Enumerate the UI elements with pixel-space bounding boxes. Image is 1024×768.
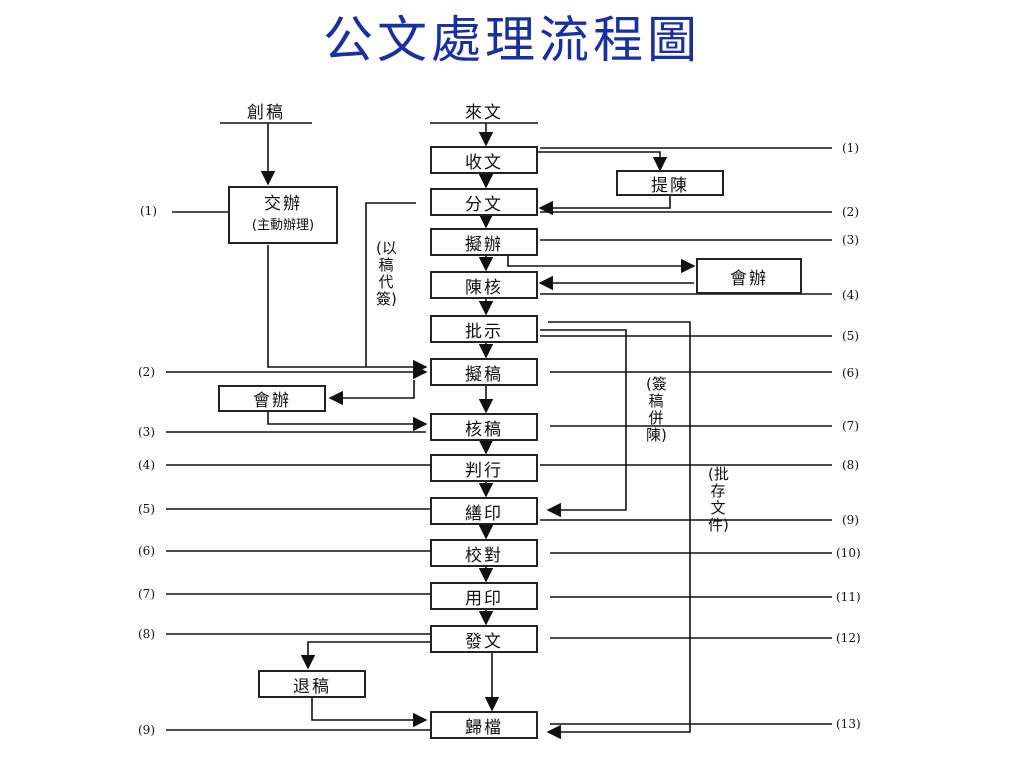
box-return-draft: 退稿 <box>258 670 366 698</box>
ref-label-left: (8) <box>138 627 155 641</box>
arrow-instruct-archive <box>546 321 691 740</box>
box-instruct: 批示 <box>430 315 538 343</box>
ref-label-right: (7) <box>842 419 859 433</box>
ref-label-right: (10) <box>836 546 861 560</box>
ref-label-right: (1) <box>842 141 859 155</box>
box-print: 繕印 <box>430 497 538 525</box>
arrow-brief-distribute <box>538 194 671 216</box>
ref-label-left: (9) <box>138 723 155 737</box>
box-draft-handle: 擬辦 <box>430 228 538 256</box>
assign-main-label: 交辦 <box>264 194 302 214</box>
ref-label-right: (13) <box>836 717 861 731</box>
box-cosign-b: 會辦 <box>218 385 326 412</box>
note-archive-doc: (批 存 文 件) <box>708 465 729 534</box>
box-dispatch: 發文 <box>430 625 538 653</box>
ref-label-left: (4) <box>138 458 155 472</box>
box-receive: 收文 <box>430 146 538 174</box>
ref-label-left: (7) <box>138 587 155 601</box>
page-title: 公文處理流程圖 <box>323 11 701 69</box>
box-distribute: 分文 <box>430 188 538 216</box>
arrow-instruct-print <box>540 329 627 518</box>
box-archive: 歸檔 <box>430 711 538 739</box>
arrow-receive-brief <box>538 151 668 172</box>
arrow-draft-cosign <box>328 380 415 406</box>
ref-label-right: (9) <box>842 513 859 527</box>
box-proofread: 校對 <box>430 539 538 567</box>
header-create: 創稿 <box>247 103 285 123</box>
line-draft-as-sign <box>365 202 416 367</box>
ref-label-left: (3) <box>138 425 155 439</box>
arrow-handle-cosign <box>507 255 696 274</box>
assign-main-sublabel: (主動辦理) <box>251 218 315 233</box>
ref-label-right: (8) <box>842 458 859 472</box>
ref-label-right: (2) <box>842 205 859 219</box>
note-sign-draft: (簽 稿 併 陳) <box>646 375 667 444</box>
box-review: 陳核 <box>430 271 538 299</box>
ref-label-left: (2) <box>138 365 155 379</box>
arrow-return-archive <box>311 698 428 728</box>
note-draft-as-sign: (以 稿 代 簽) <box>376 239 397 308</box>
arrow-cosign-check <box>267 412 428 432</box>
arrow-dispatch-return <box>300 641 430 670</box>
box-approve: 判行 <box>430 454 538 482</box>
box-check-draft: 核稿 <box>430 413 538 441</box>
ref-label-right: (11) <box>836 590 861 604</box>
ref-label-right: (5) <box>842 329 859 343</box>
ref-label-left: (6) <box>138 544 155 558</box>
ref-label-right: (12) <box>836 631 861 645</box>
arrow-assign-draft <box>267 245 428 375</box>
box-seal: 用印 <box>430 582 538 610</box>
ref-label-right: (3) <box>842 233 859 247</box>
ref-label-left: (1) <box>140 204 157 218</box>
ref-label-right: (4) <box>842 288 859 302</box>
header-incoming: 來文 <box>465 103 503 123</box>
box-cosign-a: 會辦 <box>696 258 802 294</box>
ref-label-left: (5) <box>138 502 155 516</box>
box-assign-main: 交辦 (主動辦理) <box>228 186 338 244</box>
box-draft: 擬稿 <box>430 358 538 386</box>
box-brief: 提陳 <box>616 170 724 196</box>
ref-label-right: (6) <box>842 366 859 380</box>
